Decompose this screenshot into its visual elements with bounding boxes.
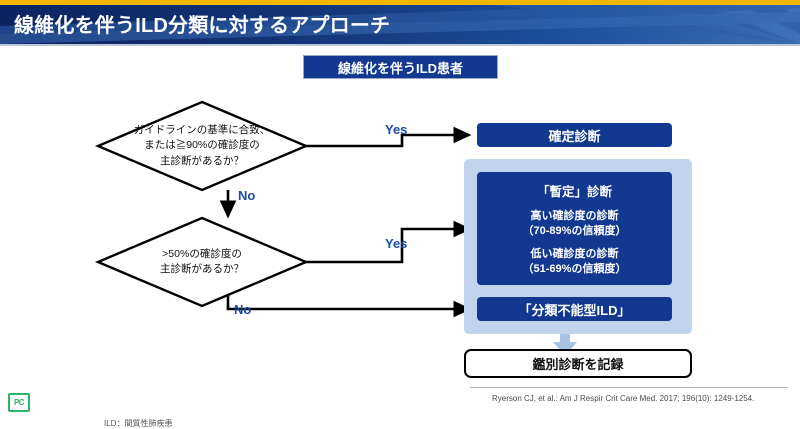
header-underline: [0, 44, 800, 46]
header-accent-bar: [0, 0, 800, 5]
edge-label-yes-2: Yes: [385, 236, 408, 251]
edge-label-no-2: No: [234, 302, 252, 317]
unclassifiable-ild-box[interactable]: 「分類不能型ILD」: [477, 297, 672, 321]
decision-diamond-2[interactable]: >50%の確診度の 主診断があるか？: [98, 218, 306, 306]
decision-diamond-2-shape: [94, 216, 310, 308]
decision-diamond-2-label: >50%の確診度の 主診断があるか？: [160, 247, 244, 275]
edge-label-yes-1: Yes: [385, 122, 408, 137]
decision-diamond-1-shape: [94, 100, 310, 192]
provisional-high-confidence: 高い確診度の診断 （70-89%の信頼度）: [522, 210, 627, 238]
provisional-low-confidence: 低い確診度の診断 （51-69%の信頼度）: [522, 247, 627, 276]
decision-diamond-1-label: ガイドラインの基準に合致、 または≧90%の確診度の 主診断があるか？: [133, 124, 271, 167]
record-differential-box[interactable]: 鑑別診断を記録: [464, 349, 692, 378]
abbreviation-footnote: ILD：間質性肺疾患: [104, 419, 173, 428]
pc-logo: PC: [8, 393, 30, 412]
flow-connectors: [94, 100, 577, 356]
provisional-title: 「暫定」診断: [536, 185, 612, 199]
decision-diamond-1[interactable]: ガイドラインの基準に合致、 または≧90%の確診度の 主診断があるか？: [98, 102, 306, 190]
start-box-patient[interactable]: 線維化を伴うILD患者: [303, 55, 498, 79]
edge-label-no-1: No: [238, 188, 256, 203]
flowchart: 線維化を伴うILD患者 ガイドラインの基準に合致、 または≧90%の確診度の 主…: [0, 46, 800, 428]
citation-text: Ryerson CJ, et al.: Am J Respir Crit Car…: [492, 394, 755, 403]
header-ray-decoration: [0, 0, 800, 44]
slide-header: 線維化を伴うILD分類に対するアプローチ: [0, 0, 800, 44]
page-title: 線維化を伴うILD分類に対するアプローチ: [14, 15, 391, 37]
citation-divider: [470, 387, 788, 388]
definitive-diagnosis-box[interactable]: 確定診断: [477, 123, 672, 147]
panel-to-record-arrow: [553, 334, 577, 356]
provisional-diagnosis-box[interactable]: 「暫定」診断 高い確診度の診断 （70-89%の信頼度） 低い確診度の診断 （5…: [477, 172, 672, 285]
